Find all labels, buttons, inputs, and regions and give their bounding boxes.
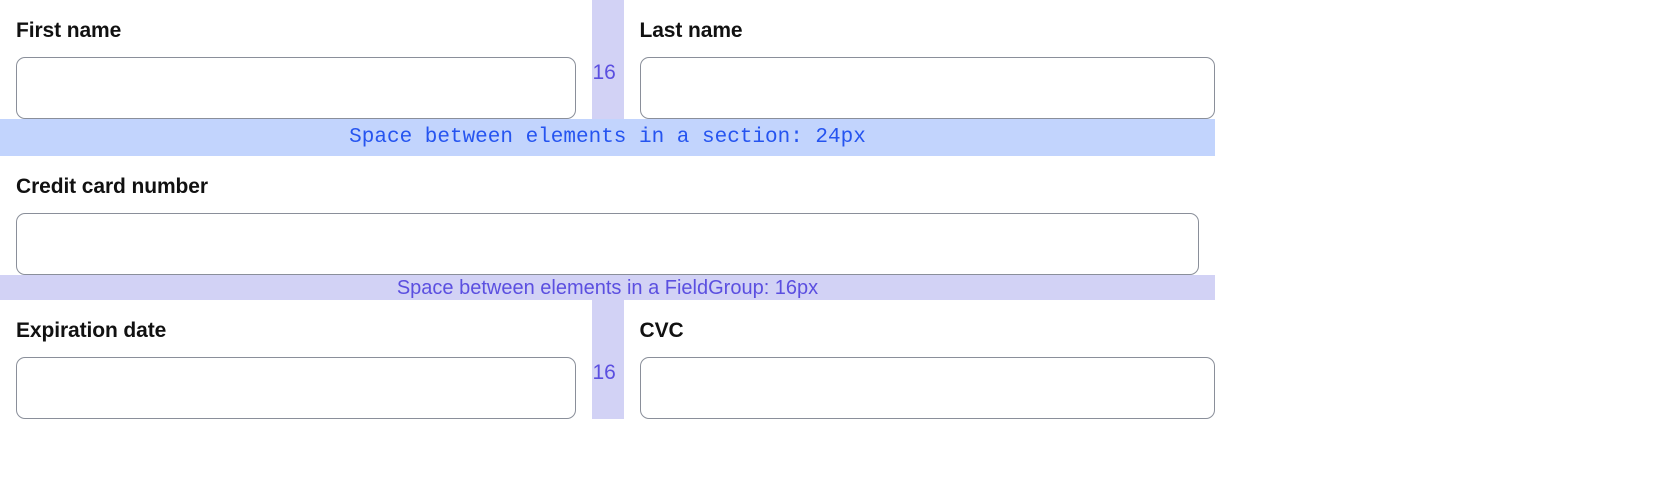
- input-expiration-date[interactable]: [16, 357, 576, 419]
- field-label-last-name: Last name: [639, 19, 743, 42]
- section-spacing-band: Space between elements in a section: 24p…: [0, 119, 1215, 156]
- input-first-name[interactable]: [16, 57, 576, 119]
- field-expiration-date: Expiration date: [0, 300, 592, 419]
- form-row-name: First name 16 Last name: [0, 0, 1215, 119]
- field-cvc: CVC: [624, 300, 1215, 419]
- field-label-cvc: CVC: [639, 319, 684, 342]
- form-row-credit-card: Credit card number: [0, 156, 1215, 275]
- field-label-first-name: First name: [16, 19, 122, 42]
- field-credit-card-number: Credit card number: [0, 156, 1215, 275]
- form-row-expiry-cvc: Expiration date 16 CVC: [0, 300, 1215, 419]
- gap-value-label: 16: [592, 61, 616, 84]
- horizontal-gap-annotation-name-row: 16: [591, 0, 624, 119]
- field-label-credit-card-number: Credit card number: [16, 175, 208, 198]
- field-last-name: Last name: [624, 0, 1215, 119]
- horizontal-gap-annotation-card-row: 16: [591, 300, 624, 419]
- field-first-name: First name: [0, 0, 592, 119]
- input-credit-card-number[interactable]: [16, 213, 1199, 275]
- field-label-expiration-date: Expiration date: [16, 319, 167, 342]
- input-last-name[interactable]: [639, 57, 1215, 119]
- input-cvc[interactable]: [639, 357, 1215, 419]
- fieldgroup-spacing-band: Space between elements in a FieldGroup: …: [0, 275, 1215, 300]
- gap-value-label: 16: [592, 361, 616, 384]
- form-content: First name 16 Last name Space between el…: [0, 0, 1215, 419]
